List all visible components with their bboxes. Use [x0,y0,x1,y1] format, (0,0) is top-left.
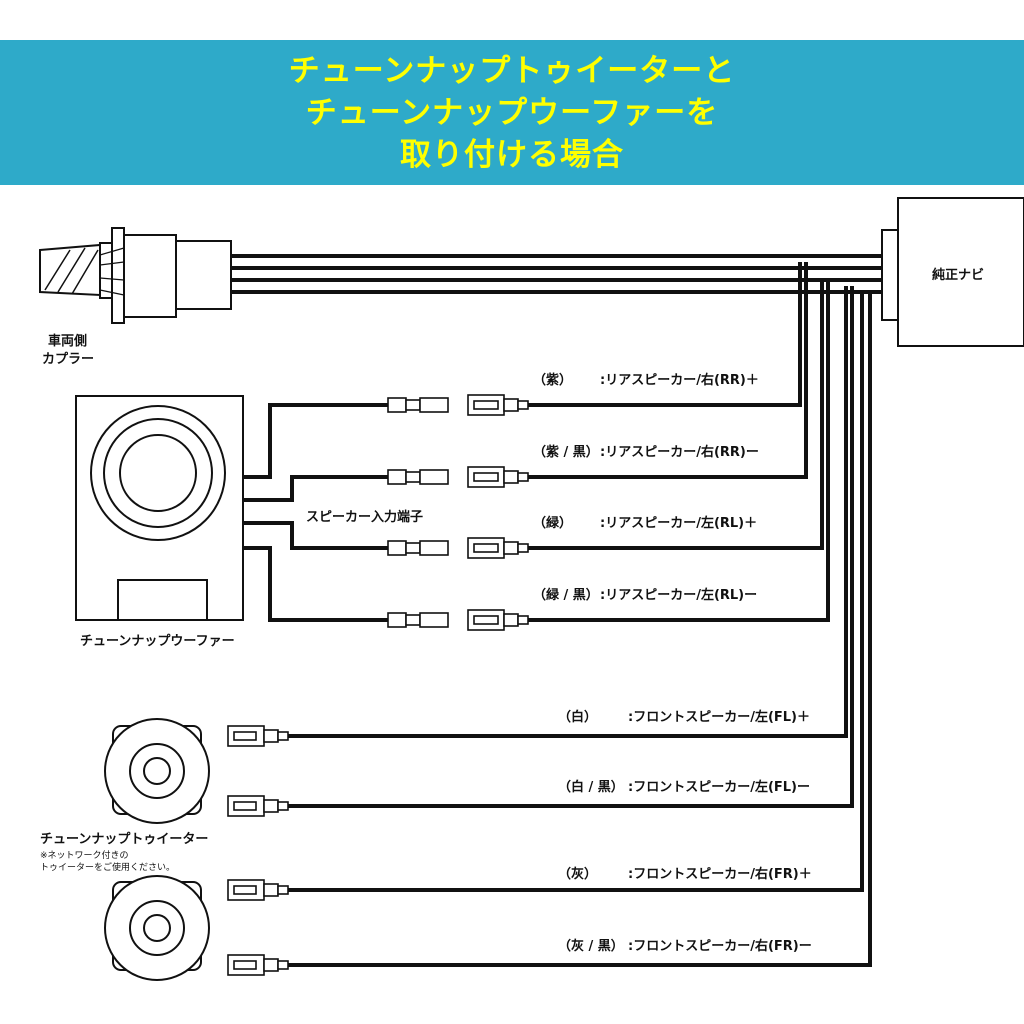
speaker-terminal-label: スピーカー入力端子 [306,510,424,525]
navi-unit [881,197,1024,347]
wire-color-rl-plus: （緑） [533,516,573,531]
wire-color-fr-plus: （灰） [558,867,598,882]
title-banner: チューンナップトゥイーターと チューンナップウーファーを 取り付ける場合 [0,40,1024,185]
vehicle-coupler [39,227,232,324]
vehicle-coupler-label-1: 車両側 [48,334,88,349]
harness-wires [231,254,885,294]
wire-desc-rr-minus: :リアスピーカー/右(RR)ー [600,445,759,460]
branch-wires [285,262,872,967]
title-line-3: 取り付ける場合 [400,136,624,173]
tweeter-front-left [104,718,210,824]
wire-color-rl-minus: （緑 / 黒） [533,588,599,603]
wire-desc-rr-plus: :リアスピーカー/右(RR)＋ [600,373,759,388]
tweeter-note-1: ※ネットワーク付きの [40,851,129,861]
wire-color-fr-minus: （灰 / 黒） [558,939,624,954]
wire-color-rr-plus: （紫） [533,373,573,388]
wire-desc-rl-minus: :リアスピーカー/左(RL)ー [600,588,758,603]
navi-label: 純正ナビ [932,268,985,283]
connector-pairs [227,394,529,976]
title-line-2: チューンナップウーファーを [305,94,719,131]
tweeter-note-2: トゥイーターをご使用ください。 [40,863,176,873]
wire-desc-rl-plus: :リアスピーカー/左(RL)＋ [600,516,758,531]
wire-desc-fl-minus: :フロントスピーカー/左(FL)ー [628,780,810,795]
vehicle-coupler-label-2: カプラー [42,352,95,367]
wire-color-fl-minus: （白 / 黒） [558,780,624,795]
wire-desc-fr-minus: :フロントスピーカー/右(FR)ー [628,939,812,954]
woofer-wires [243,403,400,622]
wire-desc-fl-plus: :フロントスピーカー/左(FL)＋ [628,710,810,725]
tweeter-label: チューンナップトゥイーター [40,832,209,847]
title-line-1: チューンナップトゥイーターと [288,52,736,89]
tweeter-front-right [104,875,210,981]
woofer-label: チューンナップウーファー [80,634,235,649]
woofer-unit [75,395,244,621]
wire-desc-fr-plus: :フロントスピーカー/右(FR)＋ [628,867,812,882]
wire-color-fl-plus: （白） [558,710,598,725]
wire-color-rr-minus: （紫 / 黒） [533,445,599,460]
